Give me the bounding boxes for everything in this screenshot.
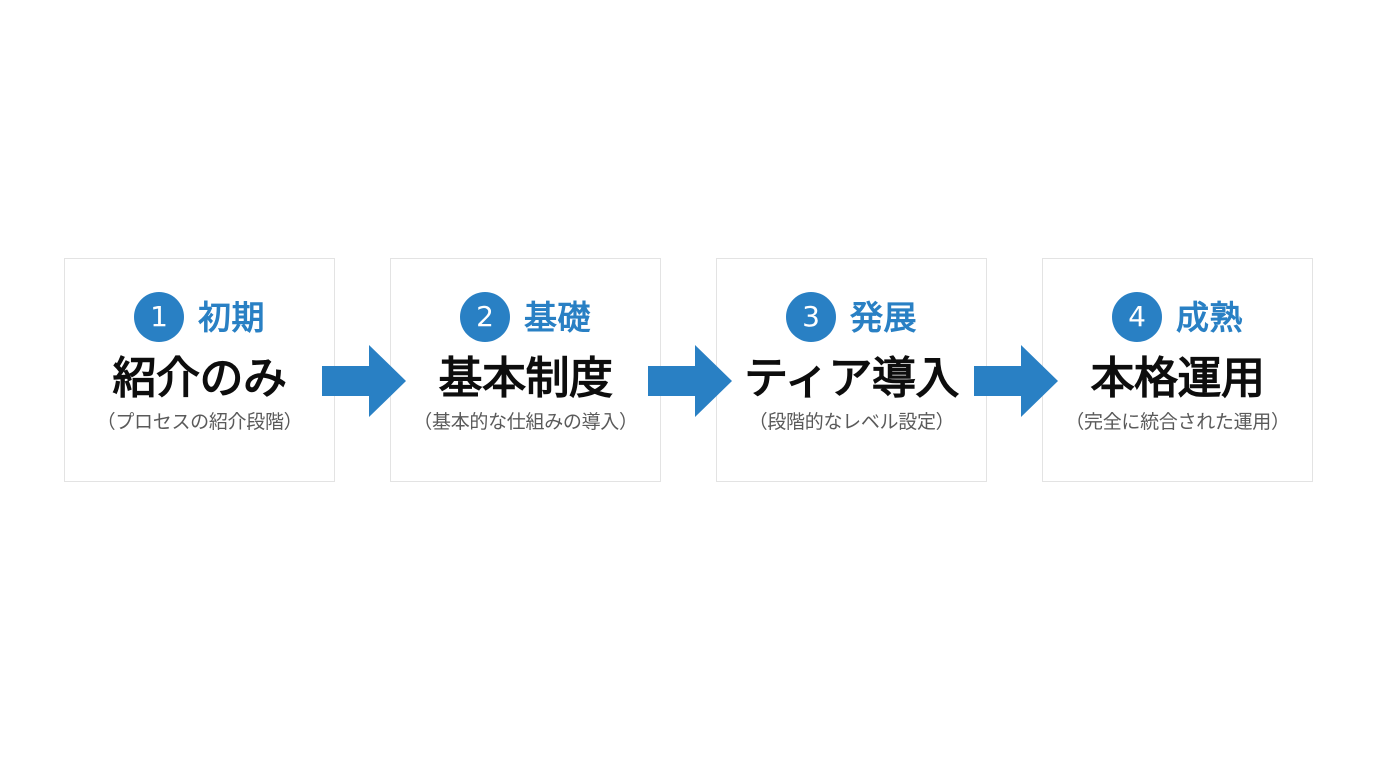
stage-title-1: 紹介のみ: [112, 353, 288, 404]
stage-header-3: 3 発展: [786, 291, 917, 343]
stage-header-4: 4 成熟: [1112, 291, 1243, 343]
stage-label-1: 初期: [198, 297, 265, 337]
right-arrow-icon: [974, 345, 1058, 417]
process-flow-row: 1 初期 紹介のみ （プロセスの紹介段階） 2 基礎 基本制度 （基本的な仕組み…: [64, 258, 1313, 484]
stage-label-2: 基礎: [524, 297, 591, 337]
stage-card-1[interactable]: 1 初期 紹介のみ （プロセスの紹介段階）: [64, 258, 335, 482]
stage-label-3: 発展: [850, 297, 917, 337]
stage-card-4[interactable]: 4 成熟 本格運用 （完全に統合された運用）: [1042, 258, 1313, 482]
stage-card-2[interactable]: 2 基礎 基本制度 （基本的な仕組みの導入）: [390, 258, 661, 482]
right-arrow-icon: [322, 345, 406, 417]
stage-label-4: 成熟: [1176, 297, 1243, 337]
stage-number-badge-3: 3: [786, 292, 836, 342]
stage-number-badge-4: 4: [1112, 292, 1162, 342]
stage-title-2: 基本制度: [438, 353, 614, 404]
stage-header-2: 2 基礎: [460, 291, 591, 343]
stage-number-badge-2: 2: [460, 292, 510, 342]
stage-card-3[interactable]: 3 発展 ティア導入 （段階的なレベル設定）: [716, 258, 987, 482]
stage-subtitle-3: （段階的なレベル設定）: [748, 410, 955, 433]
stage-title-3: ティア導入: [744, 353, 959, 404]
stage-title-4: 本格運用: [1090, 353, 1266, 404]
right-arrow-icon: [648, 345, 732, 417]
stage-subtitle-2: （基本的な仕組みの導入）: [413, 410, 638, 433]
stage-subtitle-4: （完全に統合された運用）: [1065, 410, 1290, 433]
stage-number-badge-1: 1: [134, 292, 184, 342]
stage-subtitle-1: （プロセスの紹介段階）: [96, 410, 303, 433]
stage-header-1: 1 初期: [134, 291, 265, 343]
